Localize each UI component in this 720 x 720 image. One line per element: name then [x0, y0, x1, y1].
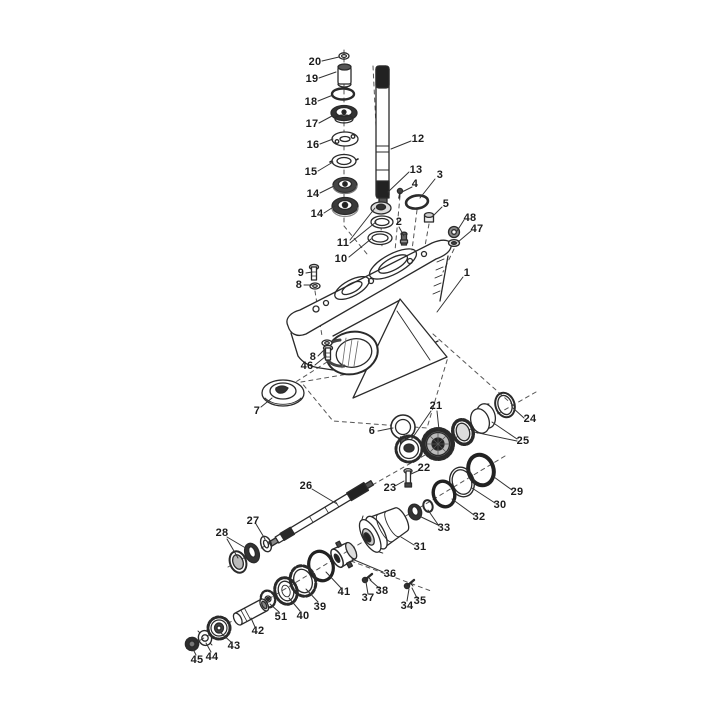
part-45-nut: [184, 636, 200, 652]
callout-51: 51: [274, 611, 288, 623]
part-gearcase-housing: [286, 239, 452, 399]
part-26-prop-shaft: [268, 480, 375, 547]
part-7-trim-tab: [261, 379, 305, 407]
callout-33: 33: [437, 522, 451, 534]
callout-48: 48: [463, 212, 477, 224]
callout-44: 44: [205, 651, 219, 663]
callout-42: 42: [251, 625, 265, 637]
callout-7: 7: [253, 405, 261, 417]
callout-12: 12: [411, 133, 425, 145]
callout-23: 23: [383, 482, 397, 494]
part-9-bolt: [308, 263, 320, 281]
part-36-clutch: [330, 540, 358, 569]
callout-28: 28: [215, 527, 229, 539]
part-46-bolt: [322, 344, 334, 361]
callout-20: 20: [308, 56, 322, 68]
callout-47: 47: [470, 223, 484, 235]
callout-8b: 8: [309, 351, 317, 363]
callout-34: 34: [400, 600, 414, 612]
callout-17: 17: [305, 118, 319, 130]
callout-2: 2: [395, 216, 403, 228]
part-18-oring: [330, 87, 356, 101]
part-29-oring: [466, 452, 496, 488]
callout-35: 35: [413, 595, 427, 607]
part-8-washer-upper: [309, 282, 321, 290]
part-19-sleeve: [337, 63, 352, 88]
callout-13: 13: [409, 164, 423, 176]
callout-18: 18: [304, 96, 318, 108]
callout-24: 24: [523, 413, 537, 425]
part-drive-shaft: [375, 65, 390, 205]
callout-15: 15: [304, 166, 318, 178]
part-32-oring: [431, 479, 457, 509]
callout-3: 3: [436, 169, 444, 181]
callout-37: 37: [361, 592, 375, 604]
callout-22: 22: [417, 462, 431, 474]
part-43-gear: [206, 615, 232, 641]
callout-14a: 14: [306, 188, 320, 200]
part-44-washer: [197, 629, 213, 647]
callout-40: 40: [296, 610, 310, 622]
callout-39: 39: [313, 601, 327, 613]
callout-4: 4: [411, 178, 419, 190]
callout-8a: 8: [295, 279, 303, 291]
callout-46: 46: [300, 360, 314, 372]
callout-38: 38: [375, 585, 389, 597]
part-42-sleeve: [232, 598, 270, 626]
callout-11: 11: [336, 237, 350, 249]
part-47-washer: [447, 238, 461, 248]
part-14-bearing-lower: [331, 196, 359, 218]
leader-lines: [192, 56, 525, 656]
part-10-gasket: [367, 230, 393, 246]
callout-45: 45: [190, 654, 204, 666]
callout-43: 43: [227, 640, 241, 652]
callout-9: 9: [297, 267, 305, 279]
part-17-seal-cap: [330, 104, 358, 124]
callout-32: 32: [472, 511, 486, 523]
part-11-races: [370, 201, 394, 229]
callout-30: 30: [493, 499, 507, 511]
callout-41: 41: [337, 586, 351, 598]
callout-10: 10: [334, 253, 348, 265]
part-22-23-pinion-bolt: [403, 467, 413, 488]
part-25-bearing: [450, 403, 497, 447]
part-2-stud: [399, 231, 409, 246]
callout-29: 29: [510, 486, 524, 498]
part-15-washer: [329, 153, 359, 169]
callout-25: 25: [516, 435, 530, 447]
callout-26: 26: [299, 480, 313, 492]
part-31-bearing-carrier: [358, 507, 410, 554]
part-40-spanner-nut: [273, 576, 299, 606]
part-27-washer: [259, 535, 273, 553]
part-48-nut: [447, 225, 461, 239]
callout-14b: 14: [310, 208, 324, 220]
callout-31: 31: [413, 541, 427, 553]
upper-seal-stack: [329, 52, 359, 218]
part-4-screw: [396, 187, 404, 199]
part-28-bearing: [228, 542, 261, 574]
callout-16: 16: [306, 139, 320, 151]
callout-21: 21: [429, 400, 443, 412]
part-34-35-screw: [403, 578, 416, 590]
part-14-bearing-upper: [332, 176, 358, 195]
part-16-plate: [331, 131, 359, 147]
part-21-gears: [394, 427, 455, 464]
callout-5: 5: [442, 198, 450, 210]
part-6-bearing-cage: [390, 414, 416, 445]
callout-1: 1: [463, 267, 471, 279]
part-24-ring: [494, 391, 516, 419]
part-3-oring: [404, 194, 430, 210]
callout-27: 27: [246, 515, 260, 527]
callout-36: 36: [383, 568, 397, 580]
part-33-bearing-set: [407, 499, 434, 521]
part-20-ring: [338, 52, 350, 60]
part-37-38-screw: [361, 572, 374, 584]
callout-19: 19: [305, 73, 319, 85]
callout-6: 6: [368, 425, 376, 437]
